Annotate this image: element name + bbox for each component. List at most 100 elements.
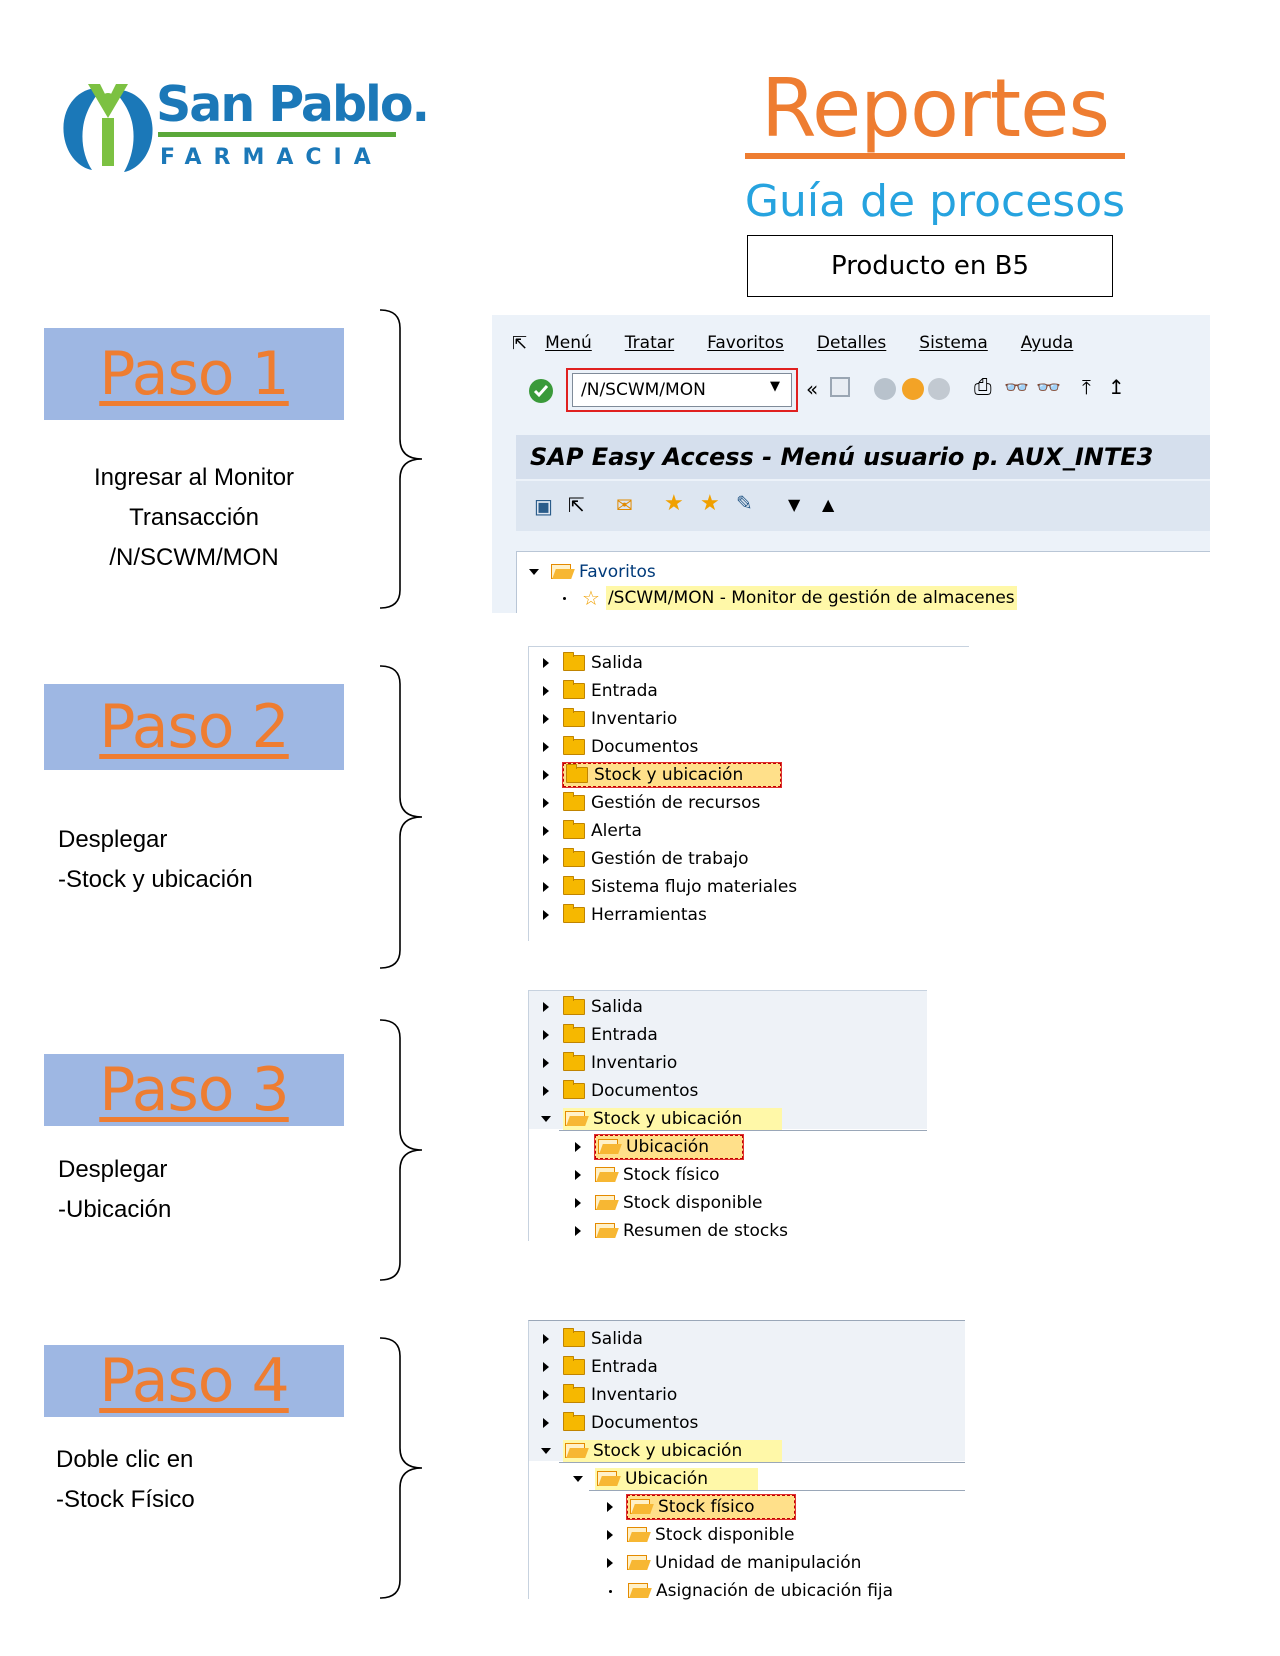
tree3-node-inventario[interactable]: Inventario [543, 1049, 677, 1077]
collapsed-arrow-icon[interactable] [543, 714, 549, 724]
collapsed-arrow-icon[interactable] [543, 1058, 549, 1068]
collapsed-arrow-icon[interactable] [543, 770, 549, 780]
tree4-node-entrada[interactable]: Entrada [543, 1353, 658, 1381]
tree2-node-alerta[interactable]: Alerta [543, 817, 642, 845]
tree4-node-ubicacion[interactable]: Ubicación [573, 1465, 758, 1493]
sap-menu-icon[interactable]: ⇱ [568, 493, 585, 517]
folder-icon [563, 1356, 585, 1375]
collapsed-arrow-icon[interactable] [543, 1390, 549, 1400]
tree4-node-asignacion-ubicacion-fija[interactable]: Asignación de ubicación fija [607, 1577, 893, 1605]
previous-page-icon[interactable]: ↥ [1108, 375, 1125, 399]
step-4-box: Paso 4 [44, 1345, 344, 1417]
menu-item-tratar[interactable]: Tratar [624, 333, 675, 353]
cancel-icon[interactable] [928, 378, 950, 400]
tree2-node-sistema-flujo[interactable]: Sistema flujo materiales [543, 873, 797, 901]
tree4-expanded-highlight[interactable]: Stock y ubicación [563, 1440, 783, 1462]
tree3-node-ubicacion[interactable]: Ubicación [575, 1133, 744, 1161]
collapse-toolbar-icon[interactable]: « [806, 377, 819, 401]
tree3-expanded-highlight[interactable]: Stock y ubicación [563, 1108, 783, 1130]
favorites-add-icon[interactable]: ★ [664, 491, 684, 516]
tree2-node-salida[interactable]: Salida [543, 649, 643, 677]
favorites-delete-icon[interactable]: ★ [700, 491, 720, 516]
collapsed-arrow-icon[interactable] [575, 1142, 581, 1152]
tree3-selected-highlight[interactable]: Ubicación [594, 1134, 744, 1160]
tree2-node-documentos[interactable]: Documentos [543, 733, 698, 761]
favorite-item-label[interactable]: /SCWM/MON - Monitor de gestión de almace… [605, 586, 1017, 610]
find-next-icon[interactable]: 👓 [1036, 375, 1061, 399]
tree2-node-gestion-trabajo[interactable]: Gestión de trabajo [543, 845, 749, 873]
tree4-node-documentos[interactable]: Documentos [543, 1409, 698, 1437]
collapsed-arrow-icon[interactable] [543, 1334, 549, 1344]
collapsed-arrow-icon[interactable] [543, 1002, 549, 1012]
page-title: Reportes [760, 62, 1110, 155]
menu-item-detalles[interactable]: Detalles [816, 333, 887, 353]
collapsed-arrow-icon[interactable] [543, 910, 549, 920]
collapse-up-icon[interactable]: ▲ [822, 495, 835, 514]
tree4-node-stock-disponible[interactable]: Stock disponible [607, 1521, 795, 1549]
print-icon[interactable]: ⎙ [974, 375, 992, 400]
save-icon[interactable] [830, 377, 850, 397]
tree4-node-stock-y-ubicacion[interactable]: Stock y ubicación [541, 1437, 783, 1465]
collapsed-arrow-icon[interactable] [543, 1030, 549, 1040]
collapsed-arrow-icon[interactable] [607, 1558, 613, 1568]
tree4-selected-highlight[interactable]: Stock físico [626, 1494, 796, 1520]
expanded-arrow-icon[interactable] [573, 1476, 583, 1482]
tree3-node-stock-y-ubicacion[interactable]: Stock y ubicación [541, 1105, 783, 1133]
command-field[interactable]: /N/SCWM/MON [572, 373, 792, 407]
collapsed-arrow-icon[interactable] [543, 882, 549, 892]
collapsed-arrow-icon[interactable] [543, 742, 549, 752]
tree2-selected-highlight[interactable]: Stock y ubicación [562, 762, 782, 788]
first-page-icon[interactable]: ⤒ [1082, 375, 1091, 399]
tree3-node-stock-fisico[interactable]: Stock físico [575, 1161, 720, 1189]
tree2-node-entrada[interactable]: Entrada [543, 677, 658, 705]
tree3-node-salida[interactable]: Salida [543, 993, 643, 1021]
command-dropdown-icon[interactable]: ▼ [770, 379, 780, 394]
collapsed-arrow-icon[interactable] [543, 1086, 549, 1096]
collapsed-arrow-icon[interactable] [543, 686, 549, 696]
tree2-node-stock-y-ubicacion[interactable]: Stock y ubicación [543, 761, 782, 789]
tree3-node-stock-disponible[interactable]: Stock disponible [575, 1189, 763, 1217]
collapsed-arrow-icon[interactable] [607, 1530, 613, 1540]
tree4-node-stock-fisico[interactable]: Stock físico [607, 1493, 796, 1521]
edit-pencil-icon[interactable]: ✎ [736, 491, 753, 515]
menu-item-menu[interactable]: Menú [545, 333, 592, 353]
tree-node-favoritos[interactable]: Favoritos [529, 558, 656, 586]
collapsed-arrow-icon[interactable] [607, 1502, 613, 1512]
collapsed-arrow-icon[interactable] [543, 826, 549, 836]
collapsed-arrow-icon[interactable] [575, 1170, 581, 1180]
collapsed-arrow-icon[interactable] [575, 1226, 581, 1236]
tree4-node-unidad-manipulacion[interactable]: Unidad de manipulación [607, 1549, 861, 1577]
tree2-node-inventario[interactable]: Inventario [543, 705, 677, 733]
tree3-label-salida: Salida [591, 997, 643, 1017]
collapsed-arrow-icon[interactable] [543, 658, 549, 668]
tree4-separator [559, 1462, 965, 1463]
tree3-node-entrada[interactable]: Entrada [543, 1021, 658, 1049]
enter-icon[interactable] [528, 378, 554, 404]
expanded-arrow-icon[interactable] [541, 1448, 551, 1454]
menu-toggle-icon[interactable]: ⇱ [512, 332, 528, 354]
expand-down-icon[interactable]: ▼ [788, 495, 801, 514]
business-workplace-icon[interactable]: ✉ [616, 493, 633, 517]
collapsed-arrow-icon[interactable] [543, 1418, 549, 1428]
collapsed-arrow-icon[interactable] [543, 1362, 549, 1372]
collapsed-arrow-icon[interactable] [575, 1198, 581, 1208]
collapsed-arrow-icon[interactable] [543, 854, 549, 864]
menu-item-sistema[interactable]: Sistema [919, 333, 988, 353]
tree2-node-gestion-recursos[interactable]: Gestión de recursos [543, 789, 760, 817]
back-icon[interactable] [874, 378, 896, 400]
user-menu-icon[interactable]: ▣ [534, 494, 553, 518]
tree3-node-resumen-stocks[interactable]: Resumen de stocks [575, 1217, 788, 1245]
expanded-arrow-icon[interactable] [529, 569, 539, 575]
menu-item-ayuda[interactable]: Ayuda [1020, 333, 1074, 353]
find-icon[interactable]: 👓 [1004, 375, 1029, 399]
tree2-node-herramientas[interactable]: Herramientas [543, 901, 707, 929]
tree4-sub-expanded-highlight[interactable]: Ubicación [595, 1468, 758, 1490]
tree4-node-salida[interactable]: Salida [543, 1325, 643, 1353]
exit-icon[interactable] [902, 378, 924, 400]
tree4-node-inventario[interactable]: Inventario [543, 1381, 677, 1409]
tree3-node-documentos[interactable]: Documentos [543, 1077, 698, 1105]
collapsed-arrow-icon[interactable] [543, 798, 549, 808]
tree-node-favorite-scwm-mon[interactable]: ☆ /SCWM/MON - Monitor de gestión de alma… [561, 584, 1017, 612]
expanded-arrow-icon[interactable] [541, 1116, 551, 1122]
menu-item-favoritos[interactable]: Favoritos [707, 333, 784, 353]
